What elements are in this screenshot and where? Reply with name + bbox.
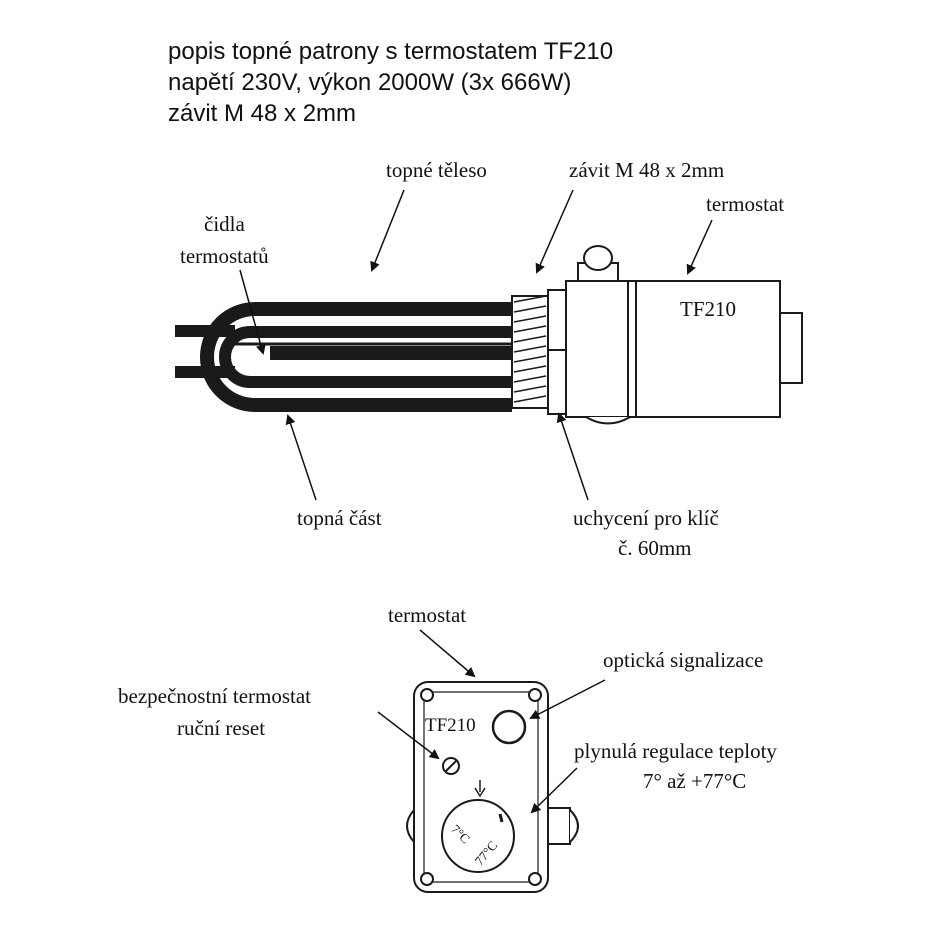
label-opticka: optická signalizace bbox=[603, 648, 763, 672]
label-uchyceni-1: uchycení pro klíč bbox=[573, 506, 719, 530]
indicator-lamp bbox=[491, 709, 527, 745]
label-topna-cast: topná část bbox=[297, 506, 382, 530]
label-termostat: termostat bbox=[706, 192, 784, 216]
title-line-1: popis topné patrony s termostatem TF210 bbox=[168, 38, 614, 65]
thermostat-box bbox=[406, 681, 579, 893]
thread-section bbox=[511, 289, 567, 415]
diagram-title: popis topné patrony s termostatem TF210 … bbox=[168, 36, 613, 129]
label-plynula-1: plynulá regulace teploty bbox=[574, 739, 777, 763]
label-plynula-2: 7° až +77°C bbox=[643, 769, 746, 793]
thermostat-housing bbox=[565, 245, 803, 425]
label-bezpecnostni-2: ruční reset bbox=[177, 716, 265, 740]
label-cidla-1: čidla bbox=[204, 212, 245, 236]
temperature-dial bbox=[441, 799, 515, 873]
box-arrows bbox=[377, 629, 606, 814]
heater-arrows bbox=[239, 189, 713, 501]
heater-model-label: TF210 bbox=[680, 297, 736, 321]
label-zavit: závit M 48 x 2mm bbox=[569, 158, 724, 182]
label-uchyceni-2: č. 60mm bbox=[618, 536, 692, 560]
label-topne-teleso: topné těleso bbox=[386, 158, 487, 182]
title-line-3: závit M 48 x 2mm bbox=[168, 100, 357, 127]
heating-rods bbox=[175, 302, 512, 412]
label-bezpecnostni-1: bezpečnostní termostat bbox=[118, 684, 311, 708]
title-line-2: napětí 230V, výkon 2000W (3x 666W) bbox=[168, 69, 572, 96]
sensor-tube bbox=[270, 346, 512, 360]
label-cidla-2: termostatů bbox=[180, 244, 269, 268]
label-box-termostat: termostat bbox=[388, 603, 466, 627]
box-model-label: TF210 bbox=[425, 715, 476, 736]
